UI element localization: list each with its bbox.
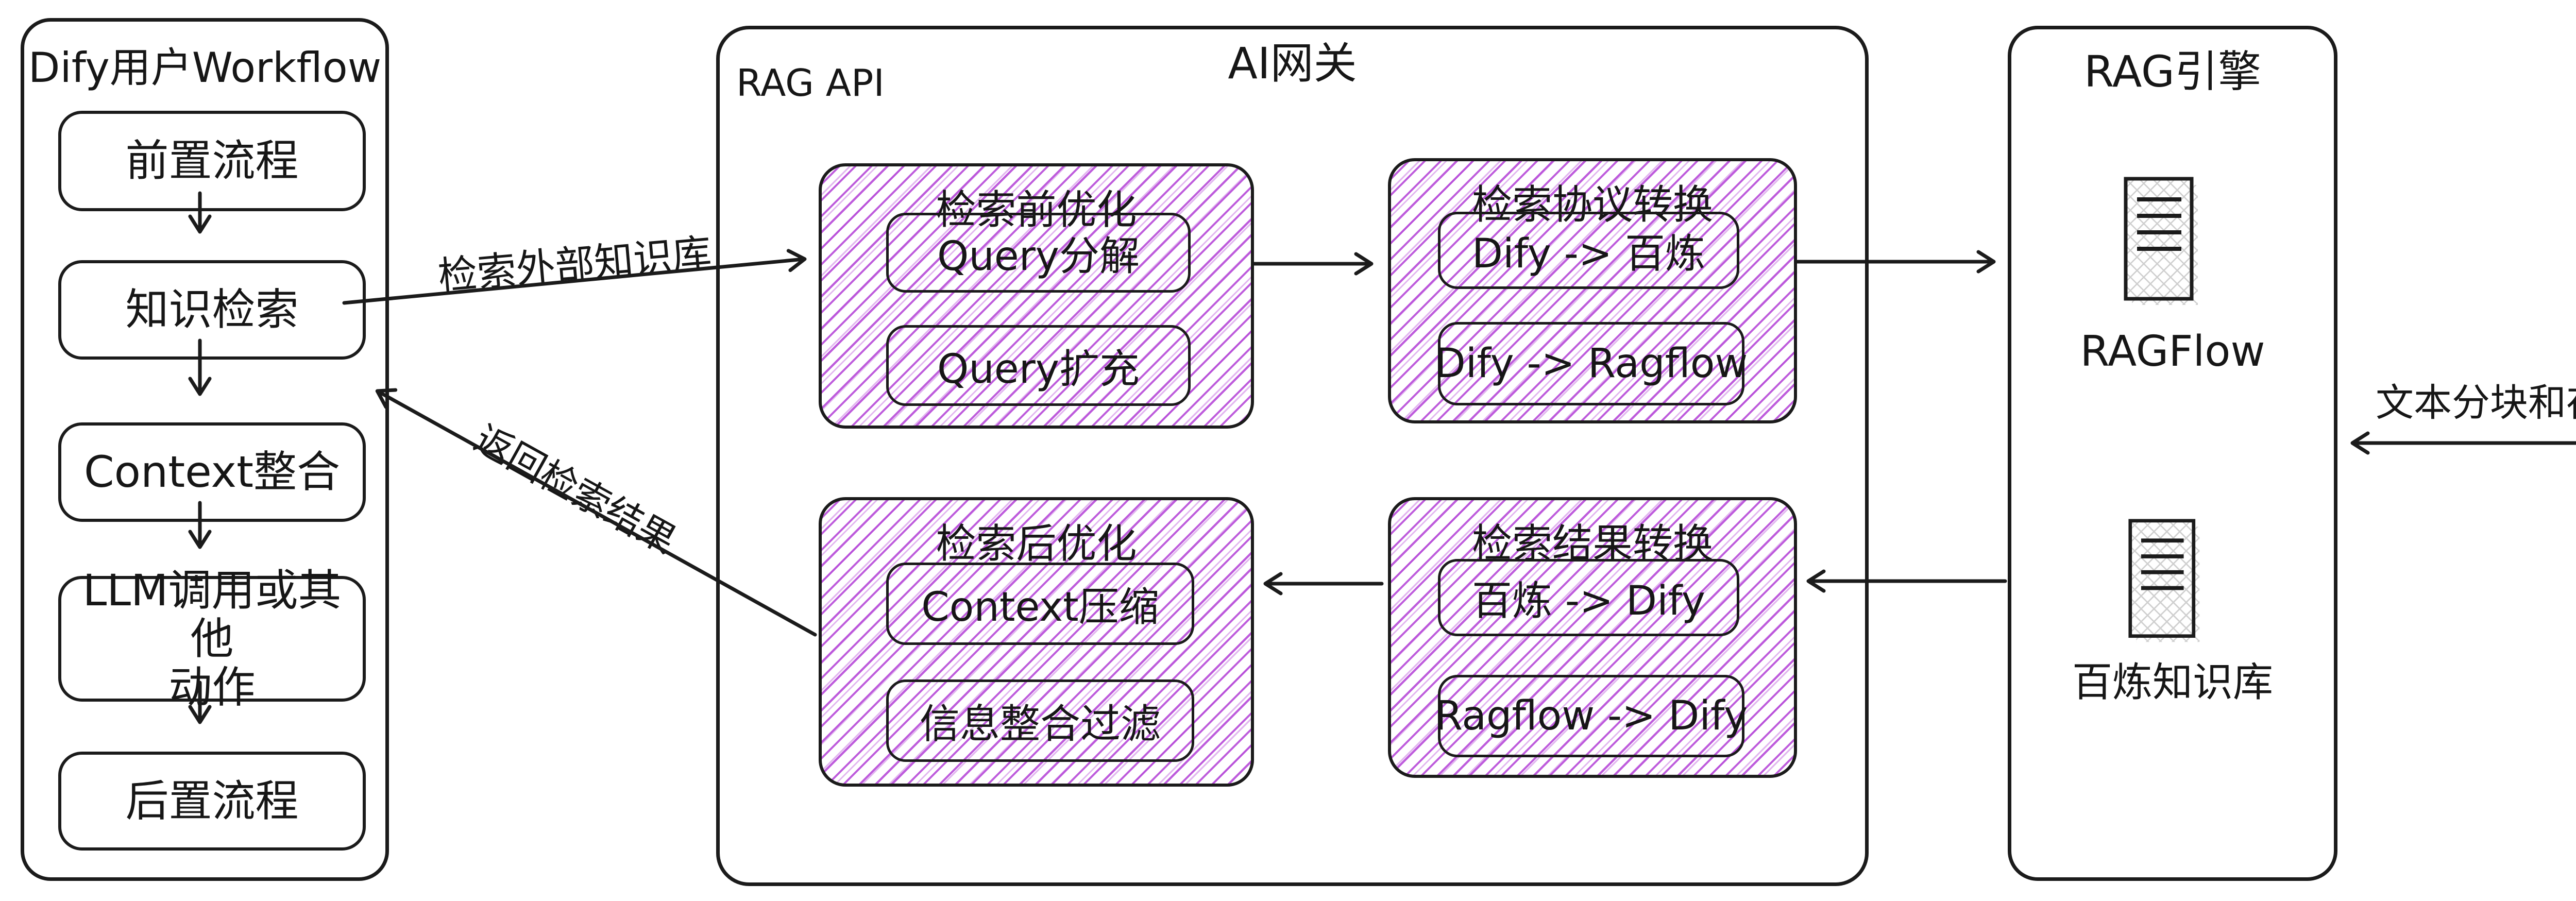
gateway-subtitle: RAG API	[736, 61, 885, 105]
item-bailian-to-dify: 百炼 -> Dify	[1438, 559, 1739, 636]
node-context-merge: Context整合	[58, 422, 366, 522]
group-pre-retrieval-optimization: 检索前优化 Query分解 Query扩充	[819, 163, 1254, 429]
node-llm-call: LLM调用或其他 动作	[58, 566, 366, 711]
node-post-process: 后置流程	[58, 752, 366, 851]
item-dify-to-ragflow: Dify -> Ragflow	[1435, 322, 1748, 405]
item-ragflow-to-dify: Ragflow -> Dify	[1435, 675, 1748, 757]
edge-label-retrieve-external-kb: 检索外部知识库	[436, 229, 714, 299]
engine-label-ragflow: RAGFlow	[2080, 327, 2265, 376]
group-post-retrieval-optimization: 检索后优化 Context压缩 信息整合过滤	[819, 497, 1254, 787]
group-result-conversion: 检索结果转换 百炼 -> Dify Ragflow -> Dify	[1388, 497, 1797, 778]
group-title: 检索后优化	[936, 521, 1137, 567]
item-query-expand: Query扩充	[886, 325, 1191, 406]
edge-label-text-chunk-store: 文本分块和存储	[2376, 381, 2576, 425]
edge-label-return-results: 返回检索结果	[467, 416, 684, 563]
engine-panel-title: RAG引擎	[2083, 46, 2262, 97]
ai-gateway-panel: AI网关 RAG API 检索前优化 Query分解 Query扩充 检索协议转…	[716, 26, 1869, 886]
server-icon	[2128, 519, 2200, 642]
engine-label-bailian-kb: 百炼知识库	[2072, 659, 2273, 706]
item-info-merge-filter: 信息整合过滤	[886, 679, 1194, 762]
item-dify-to-bailian: Dify -> 百炼	[1438, 212, 1739, 289]
server-icon	[2124, 177, 2198, 305]
dify-panel-title: Dify用户Workflow	[28, 44, 382, 92]
item-context-compress: Context压缩	[886, 563, 1194, 645]
dify-workflow-panel: Dify用户Workflow 前置流程 知识检索 Context整合 LLM调用…	[21, 18, 389, 881]
group-protocol-conversion: 检索协议转换 Dify -> 百炼 Dify -> Ragflow	[1388, 158, 1797, 423]
node-pre-process: 前置流程	[58, 111, 366, 211]
group-title: 检索协议转换	[1471, 182, 1713, 228]
group-title: 检索前优化	[936, 187, 1137, 233]
item-query-decompose: Query分解	[886, 213, 1191, 293]
node-knowledge-retrieval: 知识检索	[58, 260, 366, 360]
rag-engine-panel: RAG引擎 RAGFlow 百炼知识库	[2008, 26, 2337, 881]
gateway-panel-title: AI网关	[1228, 38, 1357, 89]
